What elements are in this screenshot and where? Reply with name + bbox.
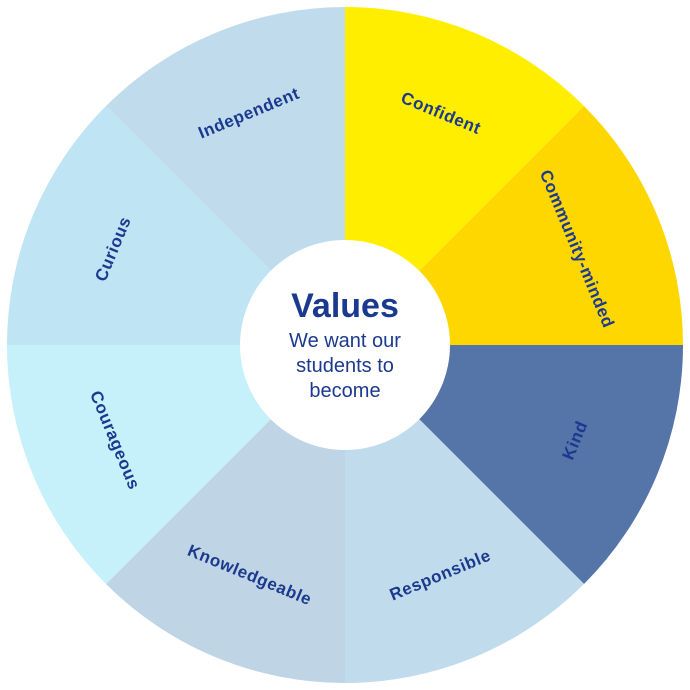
center-subtitle-line-1: We want our	[289, 329, 401, 352]
center-title: Values	[291, 286, 399, 325]
center-subtitle-line-2: students to	[296, 354, 394, 377]
center-circle	[240, 240, 450, 450]
center-text: Values We want our students to become	[240, 240, 450, 450]
center-subtitle-line-3: become	[309, 379, 381, 402]
